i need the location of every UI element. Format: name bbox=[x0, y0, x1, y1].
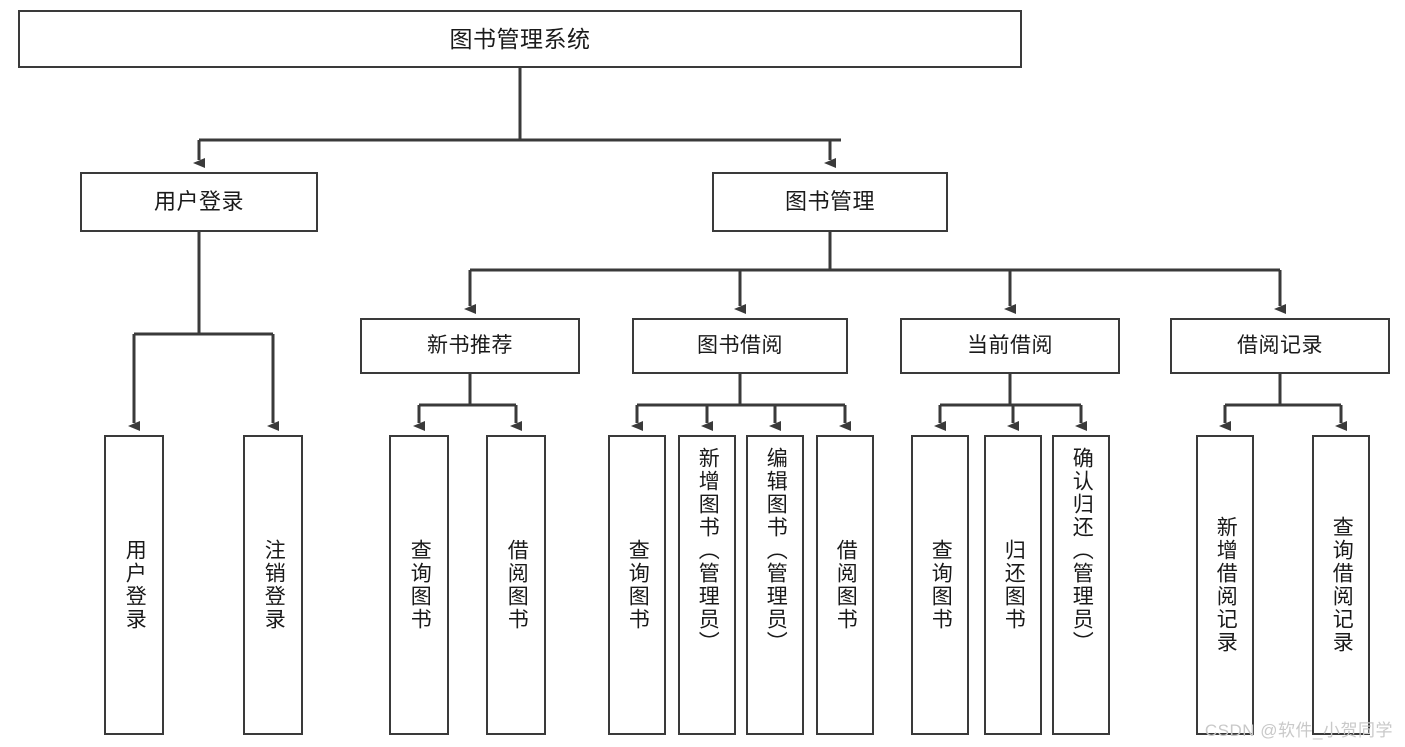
node-root-label: 图书管理系统 bbox=[449, 25, 591, 52]
node-leaf-borrow-book-1-label: 借阅图书 bbox=[505, 539, 529, 631]
node-leaf-add-record[interactable]: 新增借阅记录 bbox=[1196, 435, 1254, 735]
node-leaf-confirm-return-label: 确认归还（管理员） bbox=[1070, 447, 1094, 654]
node-borrow-record-label: 借阅记录 bbox=[1237, 333, 1323, 357]
node-leaf-query-book-1[interactable]: 查询图书 bbox=[389, 435, 449, 735]
node-current-borrow[interactable]: 当前借阅 bbox=[900, 318, 1120, 374]
node-leaf-query-record[interactable]: 查询借阅记录 bbox=[1312, 435, 1370, 735]
node-leaf-add-book-label: 新增图书（管理员） bbox=[696, 447, 720, 654]
node-leaf-user-login-label: 用户登录 bbox=[123, 539, 147, 631]
node-leaf-logout[interactable]: 注销登录 bbox=[243, 435, 303, 735]
node-leaf-borrow-book-2-label: 借阅图书 bbox=[834, 539, 858, 631]
node-leaf-borrow-book-2[interactable]: 借阅图书 bbox=[816, 435, 874, 735]
node-book-borrow-label: 图书借阅 bbox=[697, 333, 783, 357]
node-leaf-query-record-label: 查询借阅记录 bbox=[1330, 516, 1354, 654]
node-leaf-query-book-3-label: 查询图书 bbox=[929, 539, 953, 631]
node-borrow-record[interactable]: 借阅记录 bbox=[1170, 318, 1390, 374]
node-leaf-edit-book[interactable]: 编辑图书（管理员） bbox=[746, 435, 804, 735]
node-leaf-query-book-1-label: 查询图书 bbox=[408, 539, 432, 631]
node-leaf-logout-label: 注销登录 bbox=[262, 539, 286, 631]
node-user-login[interactable]: 用户登录 bbox=[80, 172, 318, 232]
node-leaf-query-book-2-label: 查询图书 bbox=[626, 539, 650, 631]
node-new-book-rec-label: 新书推荐 bbox=[427, 333, 513, 357]
node-book-borrow[interactable]: 图书借阅 bbox=[632, 318, 848, 374]
node-leaf-borrow-book-1[interactable]: 借阅图书 bbox=[486, 435, 546, 735]
node-current-borrow-label: 当前借阅 bbox=[967, 333, 1053, 357]
node-leaf-add-book[interactable]: 新增图书（管理员） bbox=[678, 435, 736, 735]
node-leaf-user-login[interactable]: 用户登录 bbox=[104, 435, 164, 735]
node-book-manage-label: 图书管理 bbox=[784, 189, 875, 215]
node-user-login-label: 用户登录 bbox=[153, 189, 244, 215]
watermark: CSDN @软件_小贺同学 bbox=[1204, 721, 1393, 740]
node-new-book-rec[interactable]: 新书推荐 bbox=[360, 318, 580, 374]
node-leaf-add-record-label: 新增借阅记录 bbox=[1214, 516, 1238, 654]
node-leaf-query-book-2[interactable]: 查询图书 bbox=[608, 435, 666, 735]
node-leaf-confirm-return[interactable]: 确认归还（管理员） bbox=[1052, 435, 1110, 735]
node-leaf-edit-book-label: 编辑图书（管理员） bbox=[764, 447, 788, 654]
node-leaf-return-book-label: 归还图书 bbox=[1002, 539, 1026, 631]
node-leaf-query-book-3[interactable]: 查询图书 bbox=[911, 435, 969, 735]
node-root[interactable]: 图书管理系统 bbox=[18, 10, 1022, 68]
node-leaf-return-book[interactable]: 归还图书 bbox=[984, 435, 1042, 735]
node-book-manage[interactable]: 图书管理 bbox=[712, 172, 948, 232]
